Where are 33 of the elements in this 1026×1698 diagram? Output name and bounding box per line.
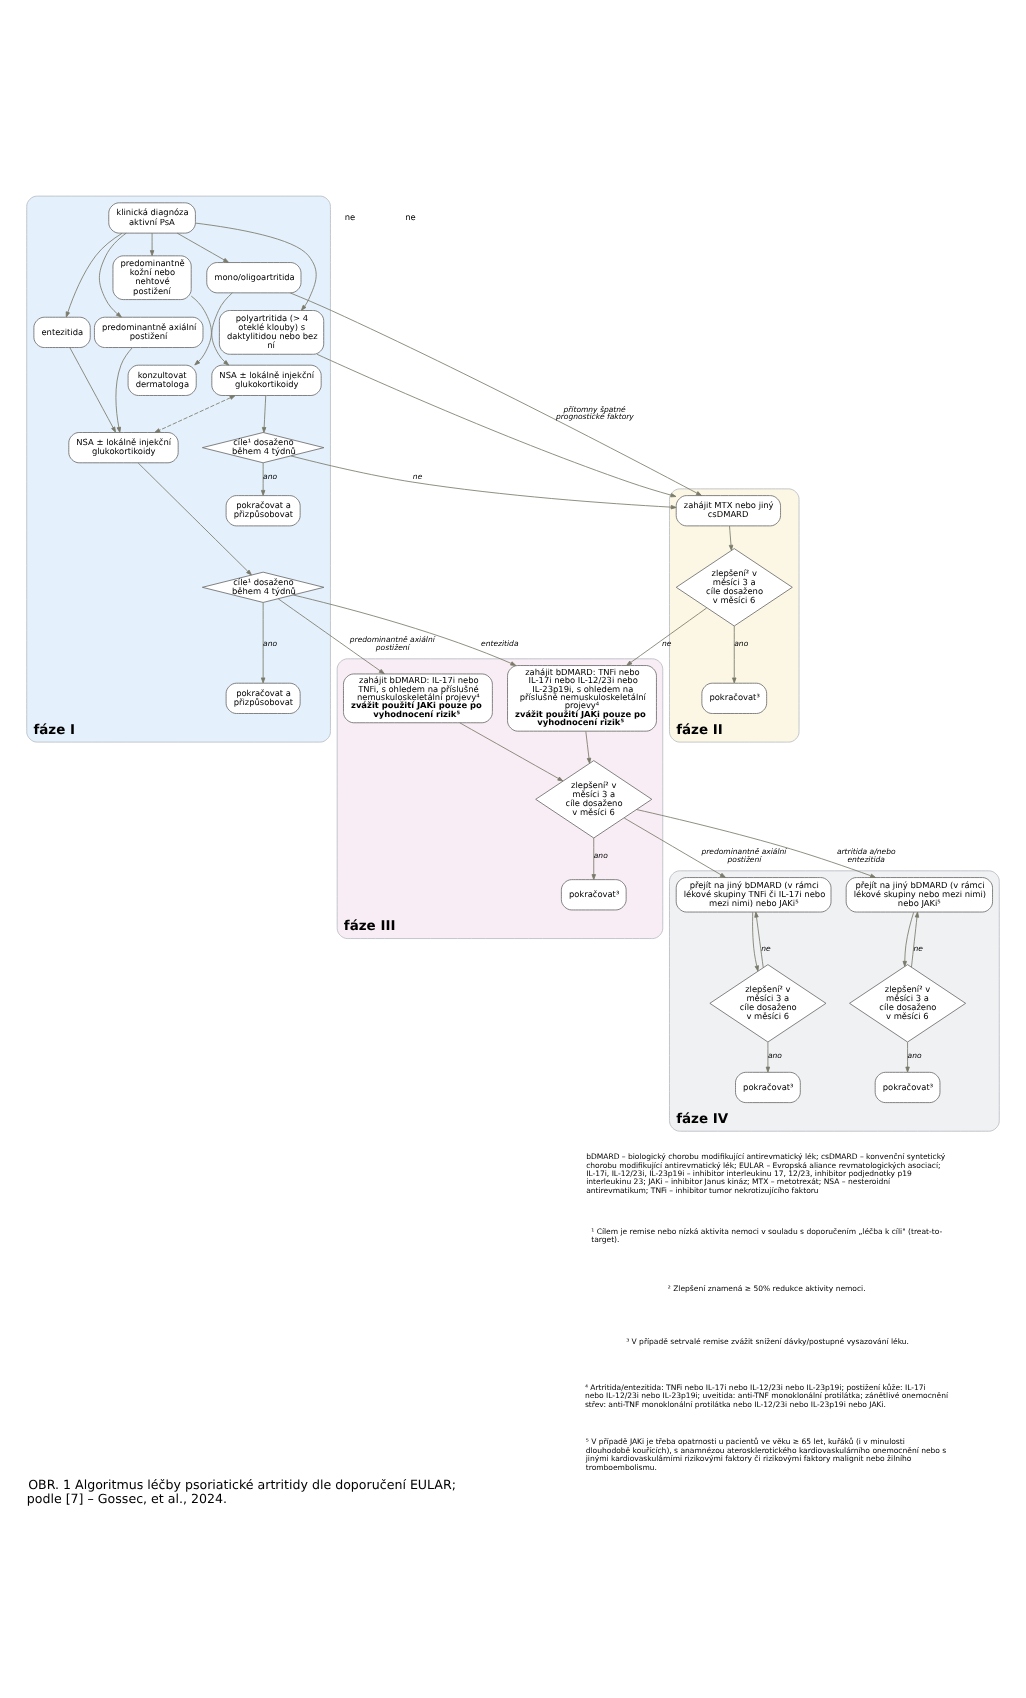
arrow <box>69 346 116 432</box>
arrow <box>190 294 212 365</box>
arrow <box>260 601 266 683</box>
arrow <box>752 910 759 971</box>
arrow <box>260 461 266 495</box>
arrow <box>626 606 708 665</box>
arrow <box>636 808 876 877</box>
arrow <box>261 394 267 432</box>
arrow <box>195 221 317 310</box>
arrow <box>149 231 155 256</box>
arrow <box>65 231 123 317</box>
arrow <box>211 291 233 365</box>
arrow <box>911 910 920 967</box>
arrow <box>154 394 236 432</box>
arrow <box>137 461 252 575</box>
arrow <box>115 346 133 432</box>
arrow <box>277 597 385 674</box>
arrow <box>623 816 726 877</box>
arrow <box>98 231 127 317</box>
arrow <box>765 1040 771 1072</box>
arrow <box>902 910 915 966</box>
arrow <box>732 624 737 683</box>
arrow <box>585 730 592 763</box>
arrow <box>728 524 734 550</box>
arrow <box>316 352 677 497</box>
arrow <box>754 910 764 968</box>
arrow <box>292 593 517 665</box>
arrow <box>905 1040 910 1072</box>
arrow <box>290 454 677 509</box>
arrow <box>591 836 596 880</box>
arrow <box>176 231 230 262</box>
arrow <box>459 721 564 781</box>
arrow <box>289 291 702 495</box>
